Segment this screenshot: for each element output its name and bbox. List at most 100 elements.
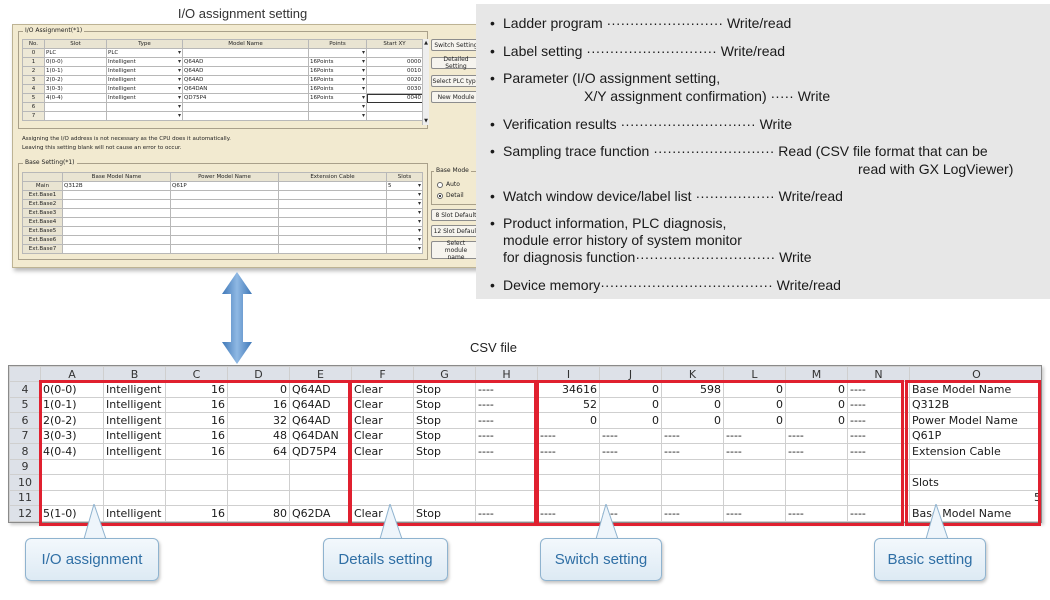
sheet-cell[interactable]: 0 <box>661 412 724 429</box>
sheet-cell[interactable]: 1(0-1) <box>40 396 104 413</box>
sheet-cell[interactable]: 0 <box>599 412 662 429</box>
sheet-cell[interactable] <box>165 489 228 506</box>
column-header[interactable]: N <box>847 366 910 382</box>
column-header[interactable]: E <box>289 366 352 382</box>
io-start-xy-cell[interactable] <box>366 102 423 112</box>
column-header[interactable]: H <box>475 366 538 382</box>
sheet-cell[interactable]: ---- <box>475 443 538 460</box>
sheet-cell[interactable]: 16 <box>227 396 290 413</box>
sheet-cell[interactable] <box>599 474 662 491</box>
io-type-select[interactable] <box>106 111 183 121</box>
sheet-cell[interactable] <box>537 489 600 506</box>
sheet-cell[interactable]: 0 <box>785 381 848 398</box>
slots-select[interactable] <box>386 190 423 200</box>
sheet-cell[interactable]: Intelligent <box>103 427 166 444</box>
io-points-select[interactable] <box>308 102 367 112</box>
12-slot-default-button[interactable]: 12 Slot Default <box>431 225 481 237</box>
sheet-cell[interactable]: 16 <box>165 412 228 429</box>
power-model-cell[interactable] <box>170 208 279 218</box>
sheet-cell[interactable] <box>847 458 910 475</box>
slots-select[interactable] <box>386 199 423 209</box>
io-row[interactable]: 43(0-3)IntelligentQ64DAN16Points0030 <box>22 84 423 94</box>
sheet-cell[interactable]: ---- <box>723 443 786 460</box>
base-model-cell[interactable] <box>62 208 171 218</box>
sheet-cell[interactable]: ---- <box>785 443 848 460</box>
io-points-select[interactable] <box>308 111 367 121</box>
io-row[interactable]: 21(0-1)IntelligentQ64AD16Points0010 <box>22 66 423 76</box>
row-number[interactable]: 12 <box>9 505 41 522</box>
column-header[interactable]: L <box>723 366 786 382</box>
io-slot-cell[interactable]: 3(0-3) <box>44 84 107 94</box>
slots-select[interactable] <box>386 208 423 218</box>
sheet-cell[interactable]: ---- <box>661 427 724 444</box>
sheet-cell[interactable]: Intelligent <box>103 412 166 429</box>
extension-cable-cell[interactable] <box>278 226 387 236</box>
sheet-cell[interactable]: Stop <box>413 505 476 522</box>
io-assignment-table[interactable]: No. Slot Type Model Name Points Start XY… <box>22 39 423 121</box>
io-start-xy-cell[interactable]: 0000 <box>366 57 423 67</box>
base-model-cell[interactable] <box>62 199 171 209</box>
sheet-cell[interactable] <box>40 458 104 475</box>
sheet-cell[interactable] <box>537 458 600 475</box>
sheet-cell[interactable] <box>475 458 538 475</box>
sheet-cell[interactable]: 16 <box>165 396 228 413</box>
io-slot-cell[interactable]: 4(0-4) <box>44 93 107 103</box>
sheet-cell[interactable]: 52 <box>537 396 600 413</box>
base-row[interactable]: Ext.Base7 <box>22 244 423 254</box>
sheet-cell[interactable]: Clear <box>351 427 414 444</box>
io-points-select[interactable]: 16Points <box>308 66 367 76</box>
sheet-cell[interactable] <box>537 474 600 491</box>
power-model-cell[interactable] <box>170 190 279 200</box>
row-number[interactable]: 7 <box>9 427 41 444</box>
sheet-cell[interactable]: ---- <box>723 505 786 522</box>
sheet-cell[interactable]: Stop <box>413 427 476 444</box>
sheet-cell[interactable]: Intelligent <box>103 443 166 460</box>
io-start-xy-cell[interactable]: 0010 <box>366 66 423 76</box>
sheet-cell[interactable]: ---- <box>475 412 538 429</box>
sheet-cell[interactable]: Clear <box>351 381 414 398</box>
sheet-cell[interactable]: 16 <box>165 505 228 522</box>
sheet-cell[interactable] <box>103 474 166 491</box>
select-module-name-button[interactable]: Select module name <box>431 240 481 261</box>
base-row[interactable]: Ext.Base6 <box>22 235 423 245</box>
slots-select[interactable] <box>386 217 423 227</box>
extension-cable-cell[interactable] <box>278 244 387 254</box>
sheet-cell[interactable] <box>103 489 166 506</box>
sheet-cell[interactable] <box>351 458 414 475</box>
sheet-cell[interactable]: 80 <box>227 505 290 522</box>
sheet-cell[interactable]: ---- <box>723 427 786 444</box>
sheet-cell[interactable]: Slots <box>909 474 1041 491</box>
io-slot-cell[interactable]: 0(0-0) <box>44 57 107 67</box>
sheet-cell[interactable]: 34616 <box>537 381 600 398</box>
sheet-cell[interactable] <box>661 489 724 506</box>
sheet-cell[interactable]: ---- <box>537 427 600 444</box>
sheet-cell[interactable] <box>40 474 104 491</box>
sheet-cell[interactable] <box>413 474 476 491</box>
io-slot-cell[interactable]: 1(0-1) <box>44 66 107 76</box>
sheet-cell[interactable]: Q62DA <box>289 505 352 522</box>
sheet-cell[interactable] <box>909 458 1041 475</box>
io-row[interactable]: 6 <box>22 102 423 112</box>
sheet-cell[interactable]: ---- <box>475 427 538 444</box>
io-type-select[interactable]: Intelligent <box>106 75 183 85</box>
base-model-cell[interactable] <box>62 244 171 254</box>
io-start-xy-cell[interactable] <box>366 48 423 58</box>
sheet-cell[interactable]: Stop <box>413 443 476 460</box>
base-row[interactable]: Ext.Base3 <box>22 208 423 218</box>
scroll-up-icon[interactable]: ▲ <box>424 40 428 46</box>
sheet-cell[interactable]: Clear <box>351 412 414 429</box>
sheet-cell[interactable]: Q64AD <box>289 381 352 398</box>
io-model-cell[interactable]: QD75P4 <box>182 93 309 103</box>
detailed-setting-button[interactable]: Detailed Setting <box>431 56 481 70</box>
row-number[interactable]: 9 <box>9 458 41 475</box>
io-type-select[interactable]: Intelligent <box>106 84 183 94</box>
sheet-cell[interactable]: Intelligent <box>103 396 166 413</box>
power-model-cell[interactable] <box>170 217 279 227</box>
base-model-cell[interactable] <box>62 217 171 227</box>
sheet-cell[interactable]: 0 <box>785 412 848 429</box>
io-model-cell[interactable] <box>182 48 309 58</box>
io-row[interactable]: 32(0-2)IntelligentQ64AD16Points0020 <box>22 75 423 85</box>
sheet-cell[interactable] <box>351 474 414 491</box>
column-header[interactable] <box>9 366 41 382</box>
